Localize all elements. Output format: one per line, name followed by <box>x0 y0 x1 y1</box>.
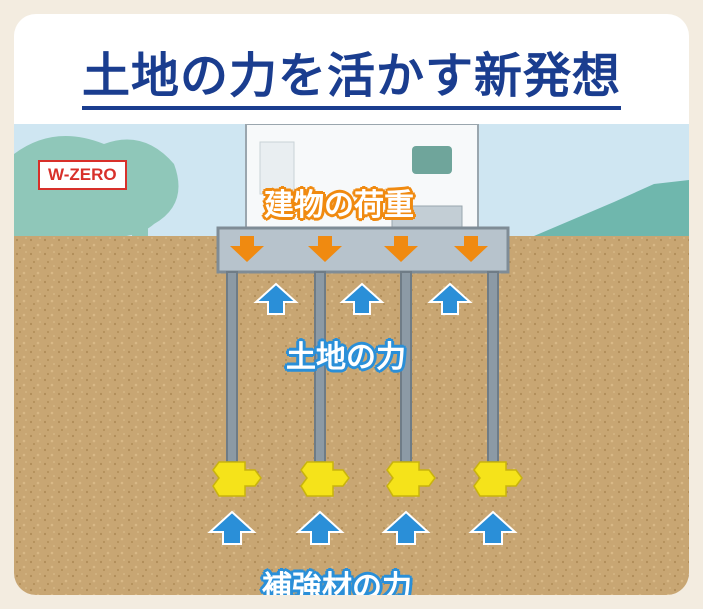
illustration-card: 土地の力を活かす新発想 <box>14 14 689 595</box>
down-arrow-icon <box>308 236 342 262</box>
foundation-diagram: W-ZERO 建物の荷重 土地の力 補強材の力 <box>14 123 689 595</box>
up-arrow-icon <box>207 510 257 545</box>
mountain-icon <box>534 180 689 236</box>
soil-force-label: 土地の力 <box>286 340 406 375</box>
down-arrow-icon <box>230 236 264 262</box>
page-title-text: 土地の力を活かす新発想 <box>81 48 621 110</box>
anchor <box>473 461 523 497</box>
anchor <box>212 461 262 497</box>
diagram-svg <box>14 123 689 595</box>
house-icon <box>245 123 479 237</box>
anchor <box>386 461 436 497</box>
up-arrow-icon <box>339 282 385 315</box>
up-arrow-icon <box>381 510 431 545</box>
building-load-label: 建物の荷重 <box>264 188 414 223</box>
reinforcement-force-arrows <box>207 510 518 545</box>
down-arrow-icon <box>454 236 488 262</box>
pile <box>226 271 238 463</box>
up-arrow-icon <box>468 510 518 545</box>
anchor <box>300 461 350 497</box>
reinforcement-force-label: 補強材の力 <box>262 570 412 595</box>
anchors <box>212 461 523 497</box>
brand-badge: W-ZERO <box>38 160 127 190</box>
load-arrows <box>230 236 488 262</box>
soil <box>14 236 689 595</box>
soil-force-arrows <box>253 282 473 315</box>
down-arrow-icon <box>384 236 418 262</box>
up-arrow-icon <box>427 282 473 315</box>
piles <box>226 271 499 463</box>
page-title: 土地の力を活かす新発想 <box>14 36 689 110</box>
up-arrow-icon <box>253 282 299 315</box>
pile <box>487 271 499 463</box>
up-arrow-icon <box>295 510 345 545</box>
